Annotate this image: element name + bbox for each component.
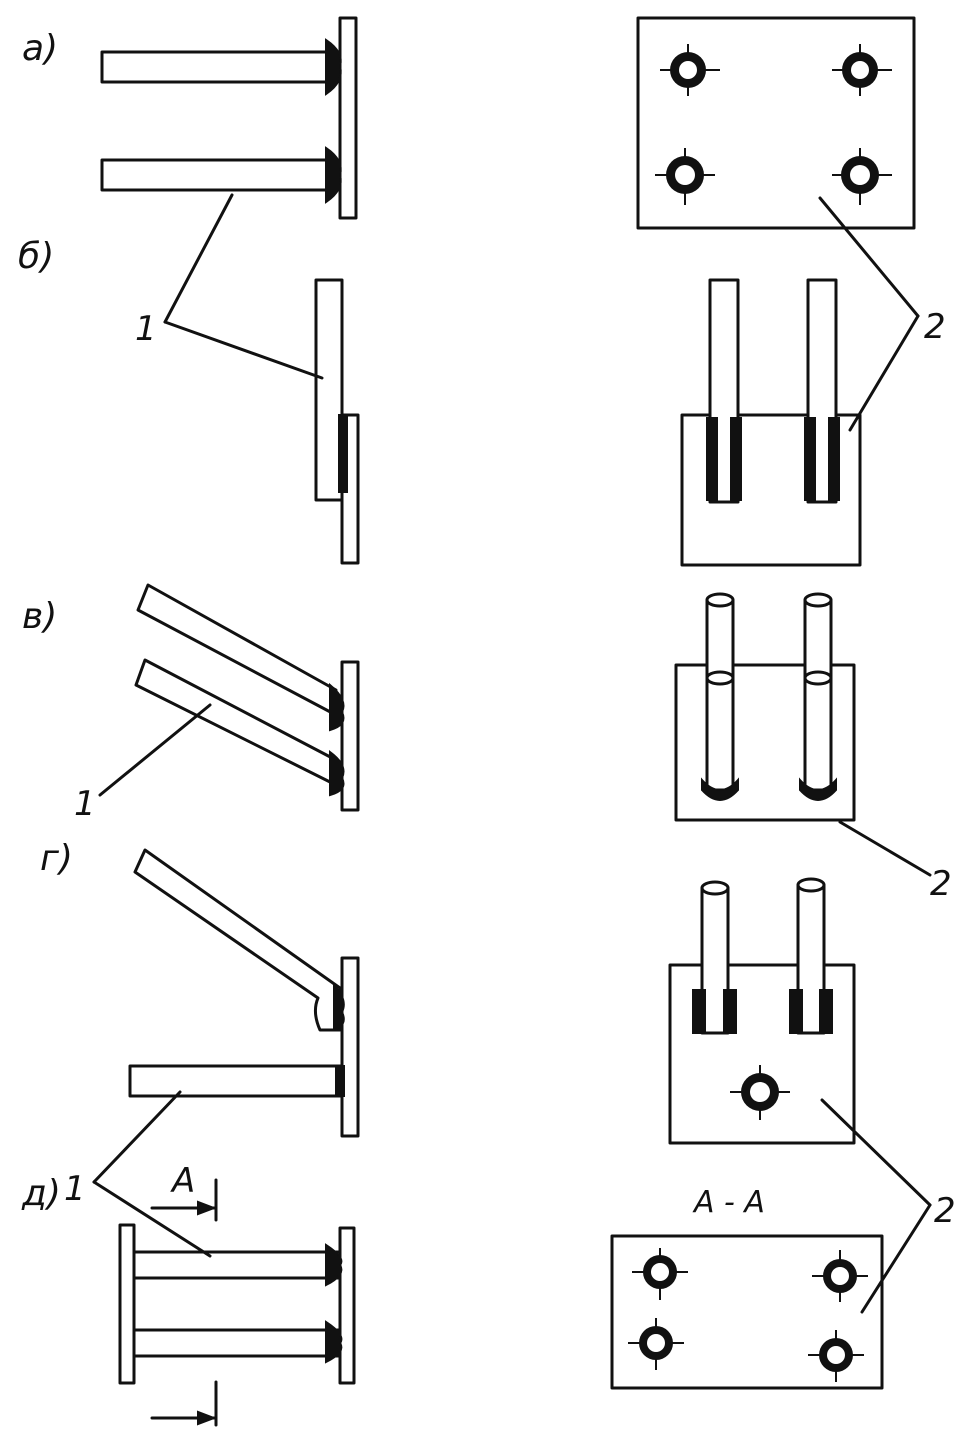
leader-label-2: 2 (934, 1191, 956, 1231)
leader-label-1: 1 (64, 1169, 86, 1209)
variant-c-side-view (134, 583, 360, 812)
variant-d-side-view (128, 848, 360, 1138)
variant-b-plate-view (680, 278, 862, 567)
leader-label-1: 1 (74, 784, 96, 824)
anchor-bar-top (132, 1250, 342, 1280)
section-marks: А (150, 1161, 218, 1427)
plate-front (636, 16, 916, 230)
straight-anchor-bar (128, 1064, 344, 1098)
weld-seam (706, 417, 718, 501)
variant-d-plate-view (668, 877, 856, 1145)
variant-e-label: д) (21, 1173, 61, 1214)
plate-side (340, 660, 360, 812)
variant-c-label: в) (22, 596, 57, 637)
variant-a-side-view (100, 16, 358, 220)
variant-d-label: г) (40, 838, 73, 879)
weld-seam (804, 417, 816, 501)
weld-seam (338, 414, 348, 493)
weld-seam (730, 417, 742, 501)
hole-group (655, 44, 892, 205)
variant-b-side-view (314, 278, 360, 565)
anchor-bar-top (100, 50, 334, 84)
anchor-bar-bottom (132, 1328, 342, 1358)
weld-seam (723, 989, 737, 1034)
weld-bead (799, 777, 837, 801)
variant-c-plate-view (674, 592, 856, 822)
variant-b-label: б) (18, 236, 54, 277)
plate-side (340, 956, 360, 1138)
anchor-bar (803, 598, 833, 792)
bent-anchor-bar (133, 848, 342, 1032)
variant-e-side-view (118, 1223, 356, 1385)
weld-seam (828, 417, 840, 501)
leader-label-2: 2 (930, 864, 952, 904)
leader-2-ab: 2 (818, 196, 946, 432)
leader-2-de: 2 (820, 1098, 956, 1314)
leader-2-c: 2 (838, 820, 952, 904)
weld-seam (819, 989, 833, 1034)
variant-a: а) (22, 16, 916, 230)
leader-label-2: 2 (924, 307, 946, 347)
variant-a-plate-view (636, 16, 916, 230)
plate-side-right (338, 1226, 356, 1385)
weld-bottom (325, 146, 342, 204)
weld-top (325, 38, 342, 96)
variant-a-label: а) (22, 28, 58, 69)
section-mark-label: А (170, 1161, 195, 1201)
variant-e: д) А 1 А - А (21, 1090, 956, 1427)
weld (325, 1243, 343, 1287)
leader-1-ab: 1 (135, 193, 324, 380)
variant-d: г) (40, 838, 856, 1145)
leader-1-c: 1 (74, 703, 212, 824)
weld-seam (789, 989, 803, 1034)
plate-side (338, 16, 358, 220)
plate-side-left (118, 1223, 136, 1385)
weld-bead (701, 777, 739, 801)
weld (335, 1065, 345, 1097)
weld (329, 750, 345, 797)
leader-label-1: 1 (135, 309, 157, 349)
anchor-bar (314, 278, 344, 502)
leader-1-de: 1 (64, 1090, 212, 1258)
weld (325, 1320, 343, 1364)
variant-c: в) 1 2 (22, 583, 952, 904)
section-view-label: А - А (692, 1185, 765, 1220)
anchor-bar-bottom (100, 158, 334, 192)
variant-b: б) 1 2 (18, 193, 946, 567)
weld (329, 682, 345, 732)
weld-seam (692, 989, 706, 1034)
anchor-bar (705, 598, 735, 792)
weld (333, 982, 345, 1032)
variant-e-section-view: А - А (610, 1185, 884, 1390)
